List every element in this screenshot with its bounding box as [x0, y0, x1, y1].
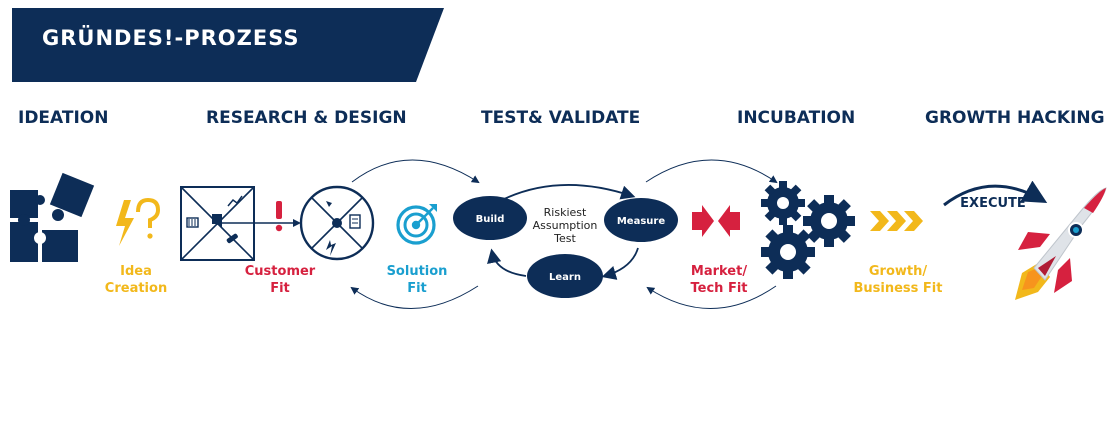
solution-fit-label: Solution Fit: [382, 263, 452, 297]
idea-label-line-2: Creation: [104, 281, 168, 296]
customer-label-line-2: Fit: [270, 281, 290, 296]
header-banner: GRÜNDES!-PROZESS: [12, 8, 444, 82]
phase-test-validate: TEST& VALIDATE: [481, 108, 641, 128]
phase-research-design: RESEARCH & DESIGN: [206, 108, 407, 128]
idea-label-line-1: Idea: [120, 264, 152, 279]
customer-profile-icon: [299, 185, 375, 261]
build-label: Build: [476, 214, 505, 225]
exclamation-icon: [214, 201, 301, 232]
market-label-line-2: Tech Fit: [690, 281, 748, 296]
solution-label-line-1: Solution: [386, 264, 448, 279]
target-icon: [396, 204, 437, 245]
customer-label-line-1: Customer: [244, 264, 316, 279]
build-measure-learn-loop: Build Measure Learn Riskiest Assumption …: [453, 184, 678, 298]
learn-node: [527, 254, 603, 298]
customer-fit-label: Customer Fit: [240, 263, 320, 297]
arc-arrow-to-incubation: [645, 159, 778, 184]
center-line-3: Test: [553, 232, 576, 245]
idea-creation-label: Idea Creation: [104, 263, 168, 297]
chevrons-icon: [870, 211, 923, 231]
lightning-question-icon: [116, 197, 161, 246]
phase-ideation: IDEATION: [18, 108, 109, 128]
rocket-icon: [1015, 187, 1107, 300]
solution-label-line-2: Fit: [407, 281, 427, 296]
center-line-1: Riskiest: [544, 206, 587, 219]
puzzle-icon: [10, 172, 95, 262]
phase-incubation: INCUBATION: [737, 108, 856, 128]
market-label-line-1: Market/: [690, 264, 748, 279]
execute-label: EXECUTE: [960, 196, 1026, 211]
growth-label-line-1: Growth/: [868, 264, 928, 279]
arc-arrow-to-measure: [646, 285, 777, 309]
market-tech-fit-label: Market/ Tech Fit: [682, 263, 756, 297]
arc-arrow-to-build: [351, 159, 480, 184]
measure-node: [604, 198, 678, 242]
page-title: GRÜNDES!-PROZESS: [42, 26, 300, 50]
execute-arc-arrow: [943, 180, 1048, 207]
collision-arrows-icon: [692, 205, 740, 237]
arc-arrow-to-customer: [350, 285, 479, 309]
growth-label-line-2: Business Fit: [853, 281, 943, 296]
phase-growth-hacking: GROWTH HACKING: [925, 108, 1105, 128]
center-line-2: Assumption: [533, 219, 598, 232]
banner-shape: [12, 8, 444, 82]
learn-label: Learn: [549, 272, 581, 283]
measure-label: Measure: [617, 216, 665, 227]
gears-icon: [761, 181, 855, 279]
build-node: [453, 196, 527, 240]
growth-business-fit-label: Growth/ Business Fit: [848, 263, 948, 297]
